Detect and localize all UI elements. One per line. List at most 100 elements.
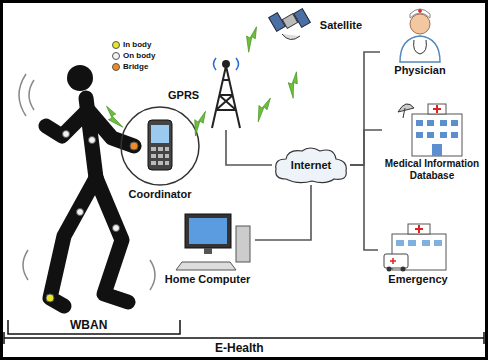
emergency-icon-part-part bbox=[396, 240, 404, 246]
legend-row: On body bbox=[112, 51, 155, 60]
legend: In body On bodyBridge bbox=[112, 40, 155, 73]
hospital-icon-part-part bbox=[440, 120, 447, 126]
node-label: Coordinator bbox=[129, 187, 192, 202]
motion-arcs-part bbox=[19, 74, 26, 116]
hospital-icon bbox=[398, 104, 462, 156]
network-link bbox=[255, 185, 311, 240]
coordinator-phone-part-part bbox=[151, 147, 156, 151]
section-label: E-Health bbox=[215, 341, 264, 355]
section-label: WBAN bbox=[70, 318, 107, 332]
brackets-part bbox=[4, 337, 484, 339]
emergency-icon-part bbox=[415, 225, 423, 233]
node-label: Medical Information Database bbox=[382, 157, 482, 182]
emergency-icon-part-part bbox=[422, 240, 430, 246]
coordinator-phone bbox=[121, 107, 199, 185]
device-node: Home Computer bbox=[160, 210, 255, 287]
emergency-icon-part bbox=[384, 254, 408, 268]
icon-space bbox=[388, 220, 448, 272]
computer-icon-part bbox=[204, 248, 212, 254]
hospital-icon-part-part bbox=[427, 132, 434, 138]
hospital-icon-part bbox=[432, 144, 442, 156]
legend-text: In body bbox=[123, 40, 151, 49]
sensor-dots-part bbox=[77, 209, 84, 216]
emergency-icon-part bbox=[408, 224, 430, 234]
sensor-dots-part bbox=[130, 142, 138, 150]
device-node: Satellite bbox=[268, 5, 364, 45]
coordinator-phone-part bbox=[121, 107, 199, 185]
coordinator-phone-part-part bbox=[165, 161, 169, 165]
coordinator-phone-part-part bbox=[165, 147, 169, 151]
hospital-icon-part-part bbox=[427, 120, 434, 126]
coordinator-phone-part-part bbox=[151, 161, 156, 165]
node-label: Home Computer bbox=[165, 272, 251, 287]
coordinator-phone-part-part bbox=[158, 147, 163, 151]
coordinator-phone-part-part bbox=[158, 154, 163, 158]
gprs-tower bbox=[212, 58, 240, 128]
node-label: Emergency bbox=[388, 272, 447, 287]
icon-space bbox=[268, 5, 306, 45]
satellite-icon-part bbox=[294, 9, 311, 28]
node-label: GPRS bbox=[166, 89, 201, 102]
network-link bbox=[350, 165, 378, 250]
emergency-icon-part-part bbox=[434, 240, 442, 246]
wireless-bolt bbox=[240, 25, 262, 53]
hospital-icon-part-part bbox=[451, 120, 458, 126]
computer-icon bbox=[176, 214, 250, 270]
emergency-icon-part bbox=[396, 240, 442, 246]
wireless-bolts bbox=[103, 25, 302, 136]
coordinator-phone-part bbox=[151, 125, 169, 143]
sensor-dots-part bbox=[113, 225, 120, 232]
physician-icon-part bbox=[418, 9, 422, 13]
emergency-icon-part bbox=[401, 267, 406, 272]
hospital-icon-part bbox=[398, 104, 414, 112]
wireless-bolt bbox=[284, 70, 302, 98]
runner-figure bbox=[46, 98, 134, 306]
internet-cloud: Internet bbox=[272, 145, 350, 185]
node-label: Physician bbox=[394, 63, 445, 78]
wireless-bolt bbox=[251, 95, 275, 121]
sensor-dots-part bbox=[89, 137, 96, 144]
computer-icon-part bbox=[236, 226, 250, 262]
sensor-dots-part bbox=[46, 294, 54, 302]
coordinator-phone-part bbox=[148, 120, 172, 170]
legend-text: Bridge bbox=[123, 62, 148, 71]
sensor-dots bbox=[46, 131, 138, 303]
computer-icon-part bbox=[189, 218, 227, 244]
legend-swatch bbox=[112, 41, 120, 49]
legend-swatch bbox=[112, 63, 120, 71]
legend-row: In body bbox=[112, 40, 155, 49]
emergency-icon-part bbox=[390, 258, 396, 264]
motion-arcs-part bbox=[29, 80, 34, 110]
satellite-icon-part bbox=[269, 13, 286, 32]
hospital-icon-part bbox=[428, 104, 446, 114]
cloud-outline bbox=[276, 148, 347, 183]
wireless-bolt bbox=[187, 109, 210, 136]
icon-space bbox=[206, 60, 246, 130]
hospital-icon-part bbox=[412, 114, 462, 156]
device-node: Physician bbox=[380, 8, 460, 78]
icon-space bbox=[390, 8, 450, 63]
physician-icon-part bbox=[400, 36, 440, 62]
wireless-bolt bbox=[103, 104, 123, 132]
network-link bbox=[226, 130, 272, 165]
gprs-tower-part bbox=[223, 61, 229, 67]
physician-icon-part bbox=[414, 40, 427, 54]
hospital-icon-part bbox=[433, 105, 441, 113]
motion-arcs-part bbox=[150, 260, 155, 290]
legend-text: On body bbox=[123, 51, 155, 60]
motion-arcs bbox=[19, 74, 155, 290]
motion-arcs-part bbox=[23, 250, 28, 280]
device-node: Medical Information Database bbox=[382, 95, 482, 182]
legend-row: Bridge bbox=[112, 62, 155, 71]
computer-icon-part bbox=[185, 214, 231, 248]
gprs-tower-part bbox=[212, 66, 240, 128]
runner-figure-part bbox=[96, 178, 128, 302]
node-label: Satellite bbox=[318, 19, 364, 32]
hospital-icon-part-part bbox=[416, 132, 423, 138]
computer-icon-part bbox=[176, 262, 236, 270]
sensor-dots-part bbox=[63, 131, 70, 138]
legend-swatch bbox=[112, 52, 120, 60]
emergency-icon-part bbox=[387, 267, 392, 272]
